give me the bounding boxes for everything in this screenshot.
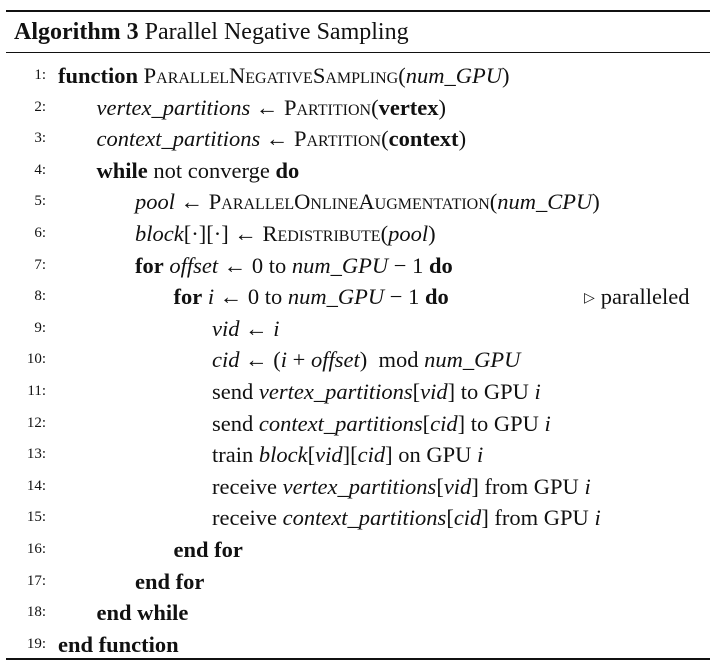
caption-label: Algorithm 3 [14, 19, 139, 45]
line-code: context_partitions ← Partition(context) [96, 126, 467, 152]
algorithm-line: 16: end for [6, 534, 710, 566]
line-number: 7: [34, 256, 46, 273]
algorithm-line: 2: vertex_partitions ← Partition(vertex) [6, 92, 710, 124]
line-code: function ParallelNegativeSampling(num_GP… [58, 63, 510, 88]
line-number: 5: [34, 193, 46, 210]
algorithm-block: Algorithm 3 Parallel Negative Sampling 1… [6, 8, 710, 660]
line-number: 13: [26, 446, 46, 463]
line-comment: ▷ paralleled [584, 281, 689, 315]
line-number: 12: [26, 414, 46, 431]
line-code: pool ← ParallelOnlineAugmentation(num_CP… [135, 189, 600, 215]
line-number: 1: [34, 67, 46, 83]
algorithm-line: 19: end function [6, 629, 710, 661]
line-code: end for [173, 536, 243, 562]
line-number: 16: [26, 540, 46, 557]
algorithm-line: 13: train block[vid][cid] on GPU i [6, 439, 710, 471]
line-number: 9: [34, 319, 46, 336]
algorithm-line: 8: for i ← 0 to num_GPU − 1 do ▷ paralleled [6, 281, 710, 313]
comment-triangle-icon: ▷ [584, 291, 595, 307]
top-rule [6, 10, 710, 12]
algorithm-caption: Algorithm 3 Parallel Negative Sampling [14, 16, 409, 48]
line-code: for i ← 0 to num_GPU − 1 do [173, 284, 449, 310]
line-number: 4: [34, 161, 46, 178]
algorithm-line: 4: while not converge do [6, 155, 710, 187]
line-code: send vertex_partitions[vid] to GPU i [212, 378, 541, 404]
line-number: 8: [34, 288, 46, 305]
line-code: end for [135, 568, 205, 594]
algorithm-line: 14: receive vertex_partitions[vid] from G… [6, 471, 710, 503]
algorithm-lines: 1: function ParallelNegativeSampling(num_… [6, 60, 710, 660]
line-number: 6: [34, 224, 46, 241]
caption-title: Parallel Negative Sampling [144, 19, 409, 45]
line-code: vid ← i [212, 315, 280, 341]
line-number: 18: [26, 604, 46, 621]
algorithm-line: 6: block[·][·] ← Redistribute(pool) [6, 218, 710, 250]
algorithm-line: 10: cid ← (i + offset) mod num_GPU [6, 344, 710, 376]
line-number: 15: [26, 509, 46, 526]
comment-text: paralleled [600, 284, 690, 310]
line-number: 10: [26, 351, 46, 368]
algorithm-line: 7: for offset ← 0 to num_GPU − 1 do [6, 250, 710, 282]
line-number: 2: [34, 98, 46, 115]
line-code: receive context_partitions[cid] from GPU… [212, 505, 601, 531]
line-code: end while [96, 600, 189, 626]
algorithm-line: 5: pool ← ParallelOnlineAugmentation(num_… [6, 186, 710, 218]
line-number: 11: [27, 382, 46, 399]
line-number: 19: [26, 635, 46, 652]
algorithm-line: 3: context_partitions ← Partition(context… [6, 123, 710, 155]
line-code: for offset ← 0 to num_GPU − 1 do [135, 252, 453, 278]
line-code: block[·][·] ← Redistribute(pool) [135, 220, 436, 246]
algorithm-line: 1: function ParallelNegativeSampling(num_… [6, 60, 710, 92]
line-code: vertex_partitions ← Partition(vertex) [96, 94, 447, 120]
algorithm-line: 15: receive context_partitions[cid] from … [6, 502, 710, 534]
bottom-rule [6, 658, 710, 660]
algorithm-line: 12: send context_partitions[cid] to GPU i [6, 408, 710, 440]
algorithm-line: 11: send vertex_partitions[vid] to GPU i [6, 376, 710, 408]
line-number: 14: [26, 477, 46, 494]
algorithm-line: 9: vid ← i [6, 313, 710, 345]
line-code: cid ← (i + offset) mod num_GPU [212, 347, 521, 373]
line-code: send context_partitions[cid] to GPU i [212, 410, 551, 436]
algorithm-line: 18: end while [6, 597, 710, 629]
line-number: 17: [26, 572, 46, 589]
caption-rule [6, 52, 710, 53]
line-code: end function [58, 631, 179, 657]
line-code: train block[vid][cid] on GPU i [212, 442, 484, 468]
line-code: while not converge do [96, 157, 300, 183]
algorithm-line: 17: end for [6, 566, 710, 598]
line-number: 3: [34, 130, 46, 147]
line-code: receive vertex_partitions[vid] from GPU … [212, 473, 591, 499]
